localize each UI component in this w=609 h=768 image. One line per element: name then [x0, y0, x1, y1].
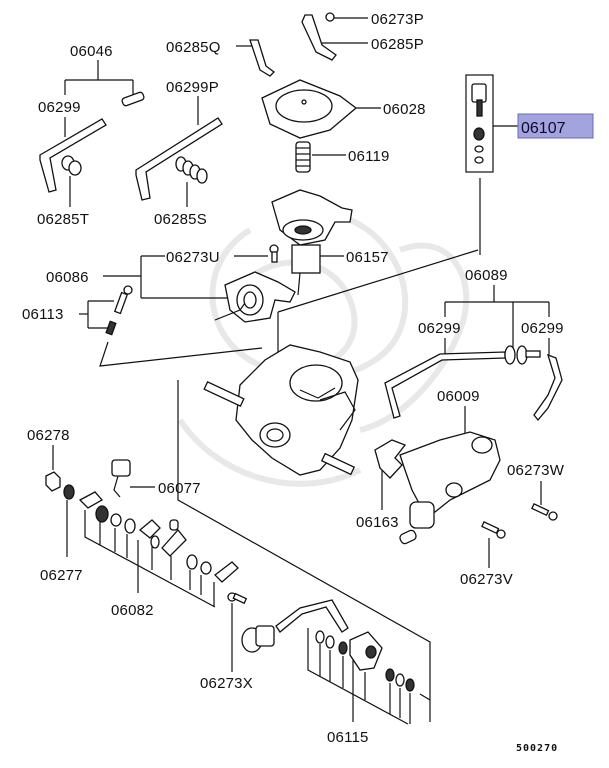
label-06299-mid[interactable]: 06299 [418, 320, 461, 337]
part-group-06119[interactable]: 06119 [295, 141, 390, 173]
hose-icon-2 [135, 117, 223, 201]
label-06299P[interactable]: 06299P [166, 79, 219, 96]
label-06285S[interactable]: 06285S [154, 211, 207, 228]
label-06273U[interactable]: 06273U [166, 249, 220, 266]
label-06113[interactable]: 06113 [22, 306, 64, 323]
label-06077[interactable]: 06077 [158, 480, 201, 497]
label-06082[interactable]: 06082 [111, 602, 154, 619]
label-06299-right[interactable]: 06299 [521, 320, 564, 337]
label-06285T[interactable]: 06285T [37, 211, 89, 228]
part-group-06299P[interactable]: 06285Q 06299P 06285S [135, 39, 275, 228]
label-06278[interactable]: 06278 [27, 427, 70, 444]
part-group-06086[interactable]: 06273U 06086 06113 [22, 244, 296, 367]
sensor-icon [241, 599, 383, 671]
screw-icon [325, 12, 335, 22]
label-06273X[interactable]: 06273X [200, 675, 253, 692]
screw-icon-06273V [481, 521, 506, 539]
washer-icon [63, 484, 75, 500]
label-06277[interactable]: 06277 [40, 567, 83, 584]
label-06107[interactable]: 06107 [521, 120, 566, 137]
label-06285Q[interactable]: 06285Q [166, 39, 221, 56]
label-06046[interactable]: 06046 [70, 43, 113, 60]
filter-icon [504, 345, 541, 365]
part-group-06028[interactable]: 06028 [261, 79, 426, 139]
linkage-parts-icon [78, 491, 239, 583]
hose-icon-4 [533, 353, 563, 422]
screw-icon-06273U [269, 244, 279, 263]
part-group-06115[interactable]: 06273X 06115 [200, 592, 431, 746]
label-06028[interactable]: 06028 [383, 101, 426, 118]
selected-part-highlight[interactable] [517, 113, 594, 139]
label-06157[interactable]: 06157 [346, 249, 389, 266]
hose-icon [39, 118, 107, 193]
label-06089[interactable]: 06089 [465, 267, 508, 284]
part-group-06285P[interactable]: 06273P 06285P [301, 11, 424, 61]
label-06273P[interactable]: 06273P [371, 11, 424, 28]
carburetor-body [203, 249, 479, 476]
seal-rings-icon [315, 630, 415, 692]
part-group-06082[interactable]: 06278 06277 06077 [27, 380, 431, 722]
part-group-06046[interactable]: 06046 06299 06285T [37, 43, 145, 228]
clamp-set-icon [175, 156, 208, 184]
label-06273V[interactable]: 06273V [460, 571, 513, 588]
part-group-06157[interactable]: 06157 [271, 189, 389, 296]
needle-valve-icon [471, 83, 487, 164]
part-group-06009[interactable]: 06009 06163 06273W 06273V [356, 388, 565, 588]
gasket-icon [374, 439, 407, 479]
choke-actuator-icon [214, 271, 296, 323]
screw-icon-06273W [531, 503, 558, 521]
hose-icon-3 [384, 351, 506, 419]
bracket-icon [249, 39, 275, 77]
screw-icon-06273X [227, 592, 248, 605]
nut-icon [45, 471, 61, 492]
bracket-arm-icon [301, 14, 337, 61]
label-06086[interactable]: 06086 [46, 269, 89, 286]
label-06163[interactable]: 06163 [356, 514, 399, 531]
label-06299-left[interactable]: 06299 [38, 99, 81, 116]
needle-valve-frame [465, 74, 494, 173]
connector-part-icon [121, 91, 145, 107]
label-06115[interactable]: 06115 [327, 729, 369, 746]
adjust-screw-icon [105, 285, 133, 336]
label-06273W[interactable]: 06273W [507, 462, 565, 479]
clamp-icon [61, 155, 82, 176]
figure-code: 500270 [516, 743, 558, 754]
part-group-06089[interactable]: 06089 06299 06299 [384, 267, 564, 422]
part-group-06107[interactable]: 06107 [465, 74, 594, 255]
hook-spring-icon [111, 459, 131, 498]
throttle-body-icon [399, 431, 501, 545]
spring-icon [295, 141, 311, 173]
label-06009[interactable]: 06009 [437, 388, 480, 405]
label-06119[interactable]: 06119 [348, 148, 390, 165]
label-06285P[interactable]: 06285P [371, 36, 424, 53]
